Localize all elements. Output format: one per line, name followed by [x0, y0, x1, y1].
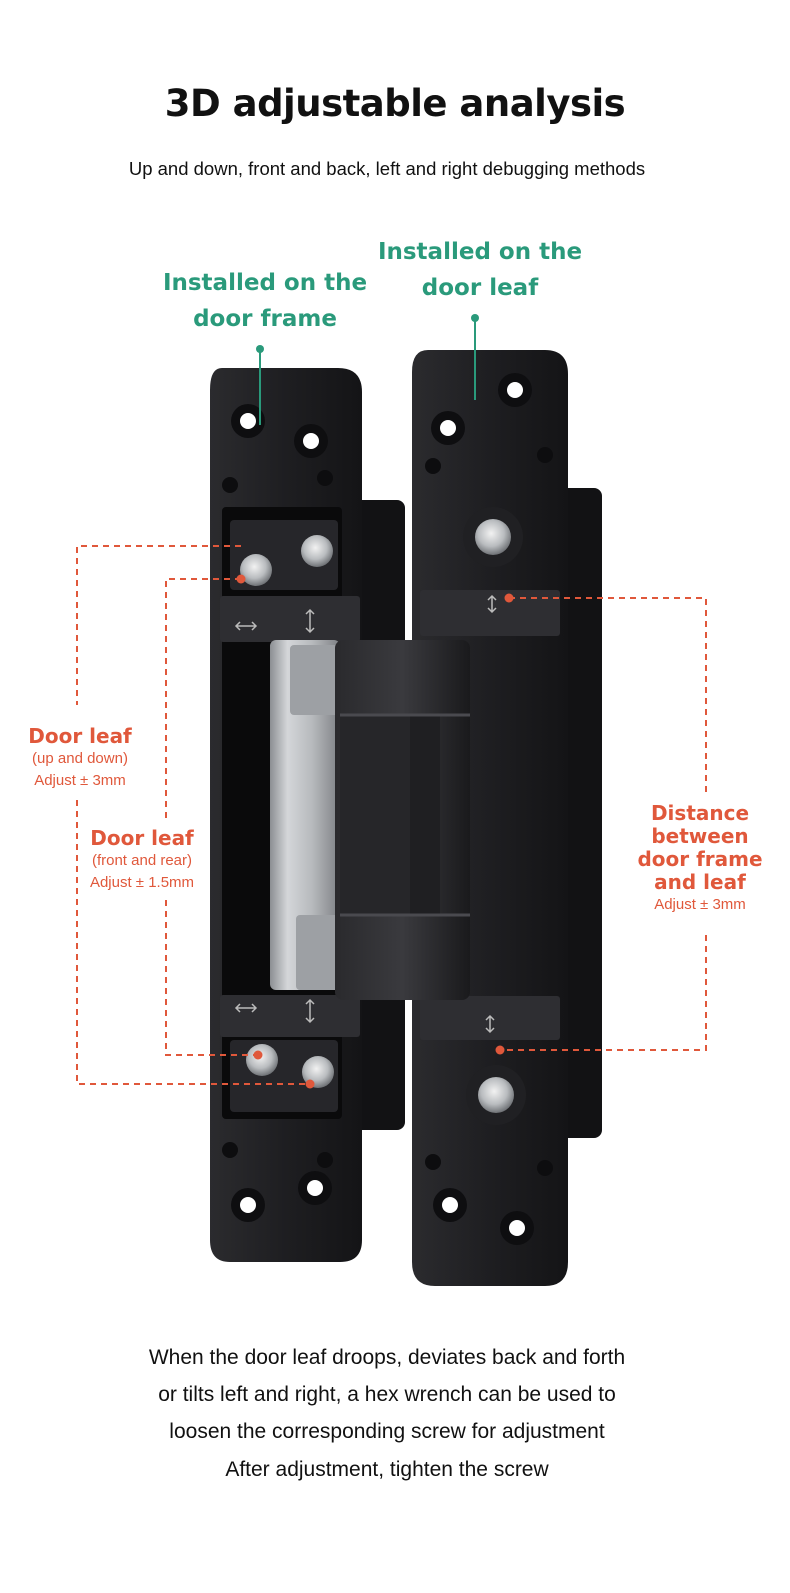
- updown-sub: (up and down): [32, 750, 128, 767]
- page-subtitle: Up and down, front and back, left and ri…: [128, 158, 646, 179]
- distance-annotation: Distance between door frame and leaf Adj…: [632, 802, 768, 916]
- leaf-label-line2: door leaf: [421, 275, 539, 301]
- distance-line4: and leaf: [654, 870, 746, 894]
- updown-adjust: Adjust ± 3mm: [34, 772, 126, 789]
- leaf-label-line1: Installed on the: [377, 239, 583, 265]
- frame-label-line2: door frame: [193, 306, 337, 332]
- distance-line2: between: [651, 824, 749, 848]
- frontrear-adjust: Adjust ± 1.5mm: [89, 874, 195, 891]
- footer-line-3: loosen the corresponding screw for adjus…: [169, 1420, 605, 1443]
- frontrear-annotation: Door leaf (front and rear) Adjust ± 1.5m…: [72, 827, 212, 894]
- updown-bracket: [76, 545, 310, 1085]
- distance-adjust: Adjust ± 3mm: [654, 896, 746, 913]
- leaf-plate: [412, 350, 602, 1286]
- frame-label-line1: Installed on the: [162, 270, 368, 296]
- screws: [240, 519, 514, 1113]
- distance-line1: Distance: [650, 801, 750, 825]
- leaf-label: Installed on the door leaf: [365, 234, 595, 306]
- footer-line-2: or tilts left and right, a hex wrench ca…: [158, 1383, 616, 1406]
- hinge-knuckle: [270, 640, 470, 1000]
- frontrear-bracket: [165, 578, 258, 1056]
- footer-line-4: After adjustment, tighten the screw: [225, 1458, 549, 1481]
- distance-bracket: [500, 597, 707, 1051]
- leaf-leader: [471, 314, 479, 400]
- footer-line-1: When the door leaf droops, deviates back…: [148, 1346, 626, 1369]
- updown-title: Door leaf: [28, 724, 132, 748]
- distance-line3: door frame: [637, 847, 763, 871]
- page-title: 3D adjustable analysis: [164, 82, 626, 125]
- frontrear-title: Door leaf: [90, 826, 194, 850]
- frontrear-sub: (front and rear): [91, 852, 193, 869]
- frame-leader: [256, 345, 264, 425]
- updown-annotation: Door leaf (up and down) Adjust ± 3mm: [10, 725, 150, 792]
- frame-label: Installed on the door frame: [150, 265, 380, 337]
